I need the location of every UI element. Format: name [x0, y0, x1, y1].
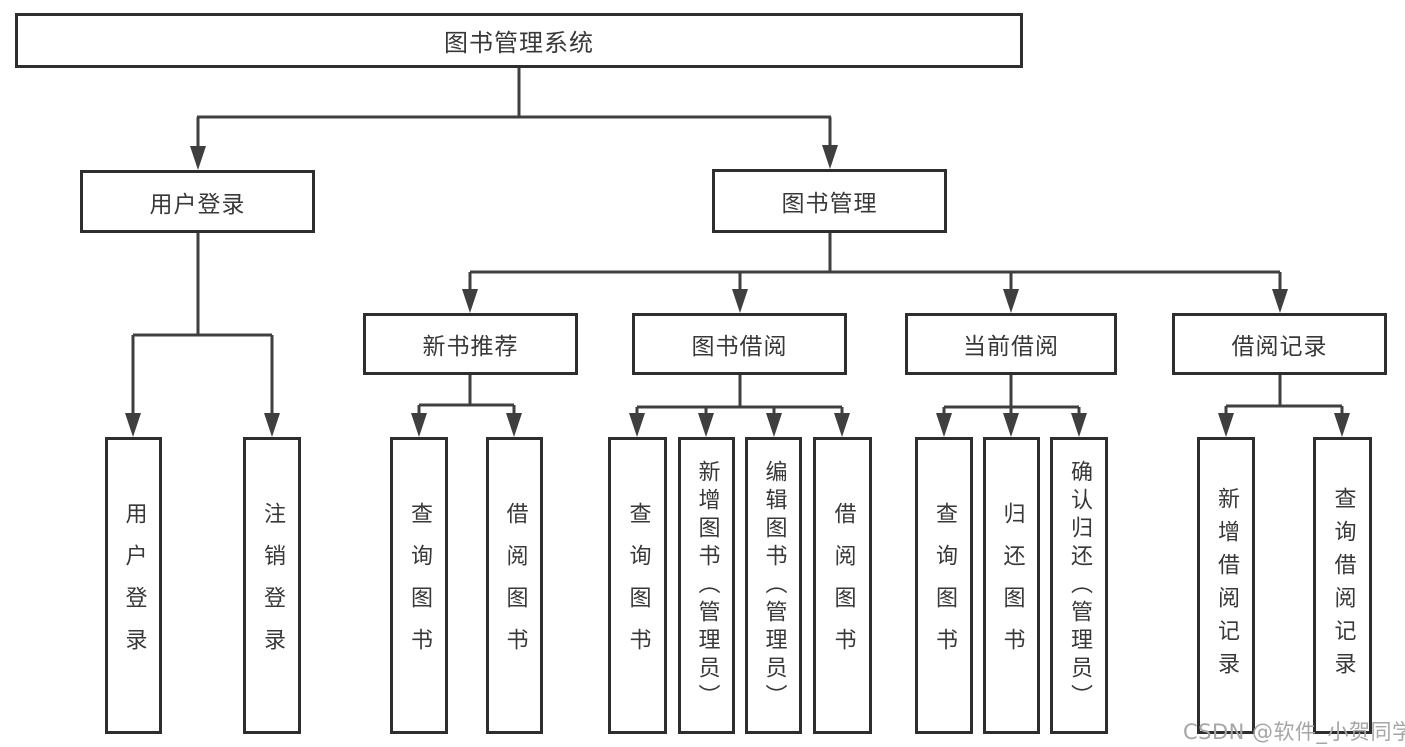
node-book-management: 图书管理: [712, 169, 947, 233]
leaf-query-borrow-record-label: 查询借阅记录: [1330, 486, 1356, 685]
leaf-query-books-current: 查询图书: [915, 437, 973, 734]
node-new-book-recommend: 新书推荐: [363, 313, 578, 375]
leaf-user-login: 用户登录: [105, 437, 162, 734]
leaf-query-borrow-record: 查询借阅记录: [1313, 437, 1372, 734]
leaf-borrow-books: 借阅图书: [813, 437, 872, 734]
node-library-system: 图书管理系统: [15, 13, 1023, 68]
csdn-watermark: CSDN @软件_小贺同学: [1183, 720, 1405, 744]
node-user-login-label: 用户登录: [149, 191, 246, 218]
leaf-query-books-borrow: 查询图书: [608, 437, 667, 734]
leaf-query-books-current-label: 查询图书: [932, 501, 957, 670]
node-new-book-recommend-label: 新书推荐: [422, 334, 519, 360]
node-current-borrow-label: 当前借阅: [963, 334, 1059, 360]
node-library-system-label: 图书管理系统: [444, 29, 594, 57]
leaf-add-borrow-record: 新增借阅记录: [1197, 437, 1255, 734]
leaf-add-books-admin-label: 新增图书（管理员）: [694, 459, 720, 712]
leaf-return-books: 归还图书: [983, 437, 1040, 734]
leaf-confirm-return-admin-label: 确认归还（管理员）: [1067, 459, 1092, 712]
leaf-query-books-recommend: 查询图书: [390, 437, 448, 734]
leaf-query-books-borrow-label: 查询图书: [625, 501, 651, 670]
node-book-borrow: 图书借阅: [632, 313, 847, 375]
node-book-management-label: 图书管理: [781, 191, 878, 217]
leaf-confirm-return-admin: 确认归还（管理员）: [1050, 437, 1108, 734]
node-user-login: 用户登录: [80, 170, 315, 233]
leaf-add-books-admin: 新增图书（管理员）: [678, 437, 735, 734]
leaf-return-books-label: 归还图书: [999, 501, 1025, 670]
leaf-borrow-books-recommend-label: 借阅图书: [502, 501, 528, 670]
leaf-add-borrow-record-label: 新增借阅记录: [1214, 486, 1239, 685]
leaf-borrow-books-recommend: 借阅图书: [486, 437, 543, 734]
leaf-query-books-recommend-label: 查询图书: [407, 501, 432, 670]
node-book-borrow-label: 图书借阅: [691, 334, 788, 360]
leaf-borrow-books-label: 借阅图书: [830, 501, 856, 670]
leaf-user-login-label: 用户登录: [121, 501, 147, 670]
node-borrow-records: 借阅记录: [1172, 313, 1387, 375]
leaf-edit-books-admin-label: 编辑图书（管理员）: [761, 459, 787, 712]
node-borrow-records-label: 借阅记录: [1231, 334, 1328, 360]
leaf-logout: 注销登录: [243, 437, 301, 734]
leaf-edit-books-admin: 编辑图书（管理员）: [745, 437, 802, 734]
leaf-logout-label: 注销登录: [260, 501, 285, 670]
node-current-borrow: 当前借阅: [905, 313, 1117, 375]
